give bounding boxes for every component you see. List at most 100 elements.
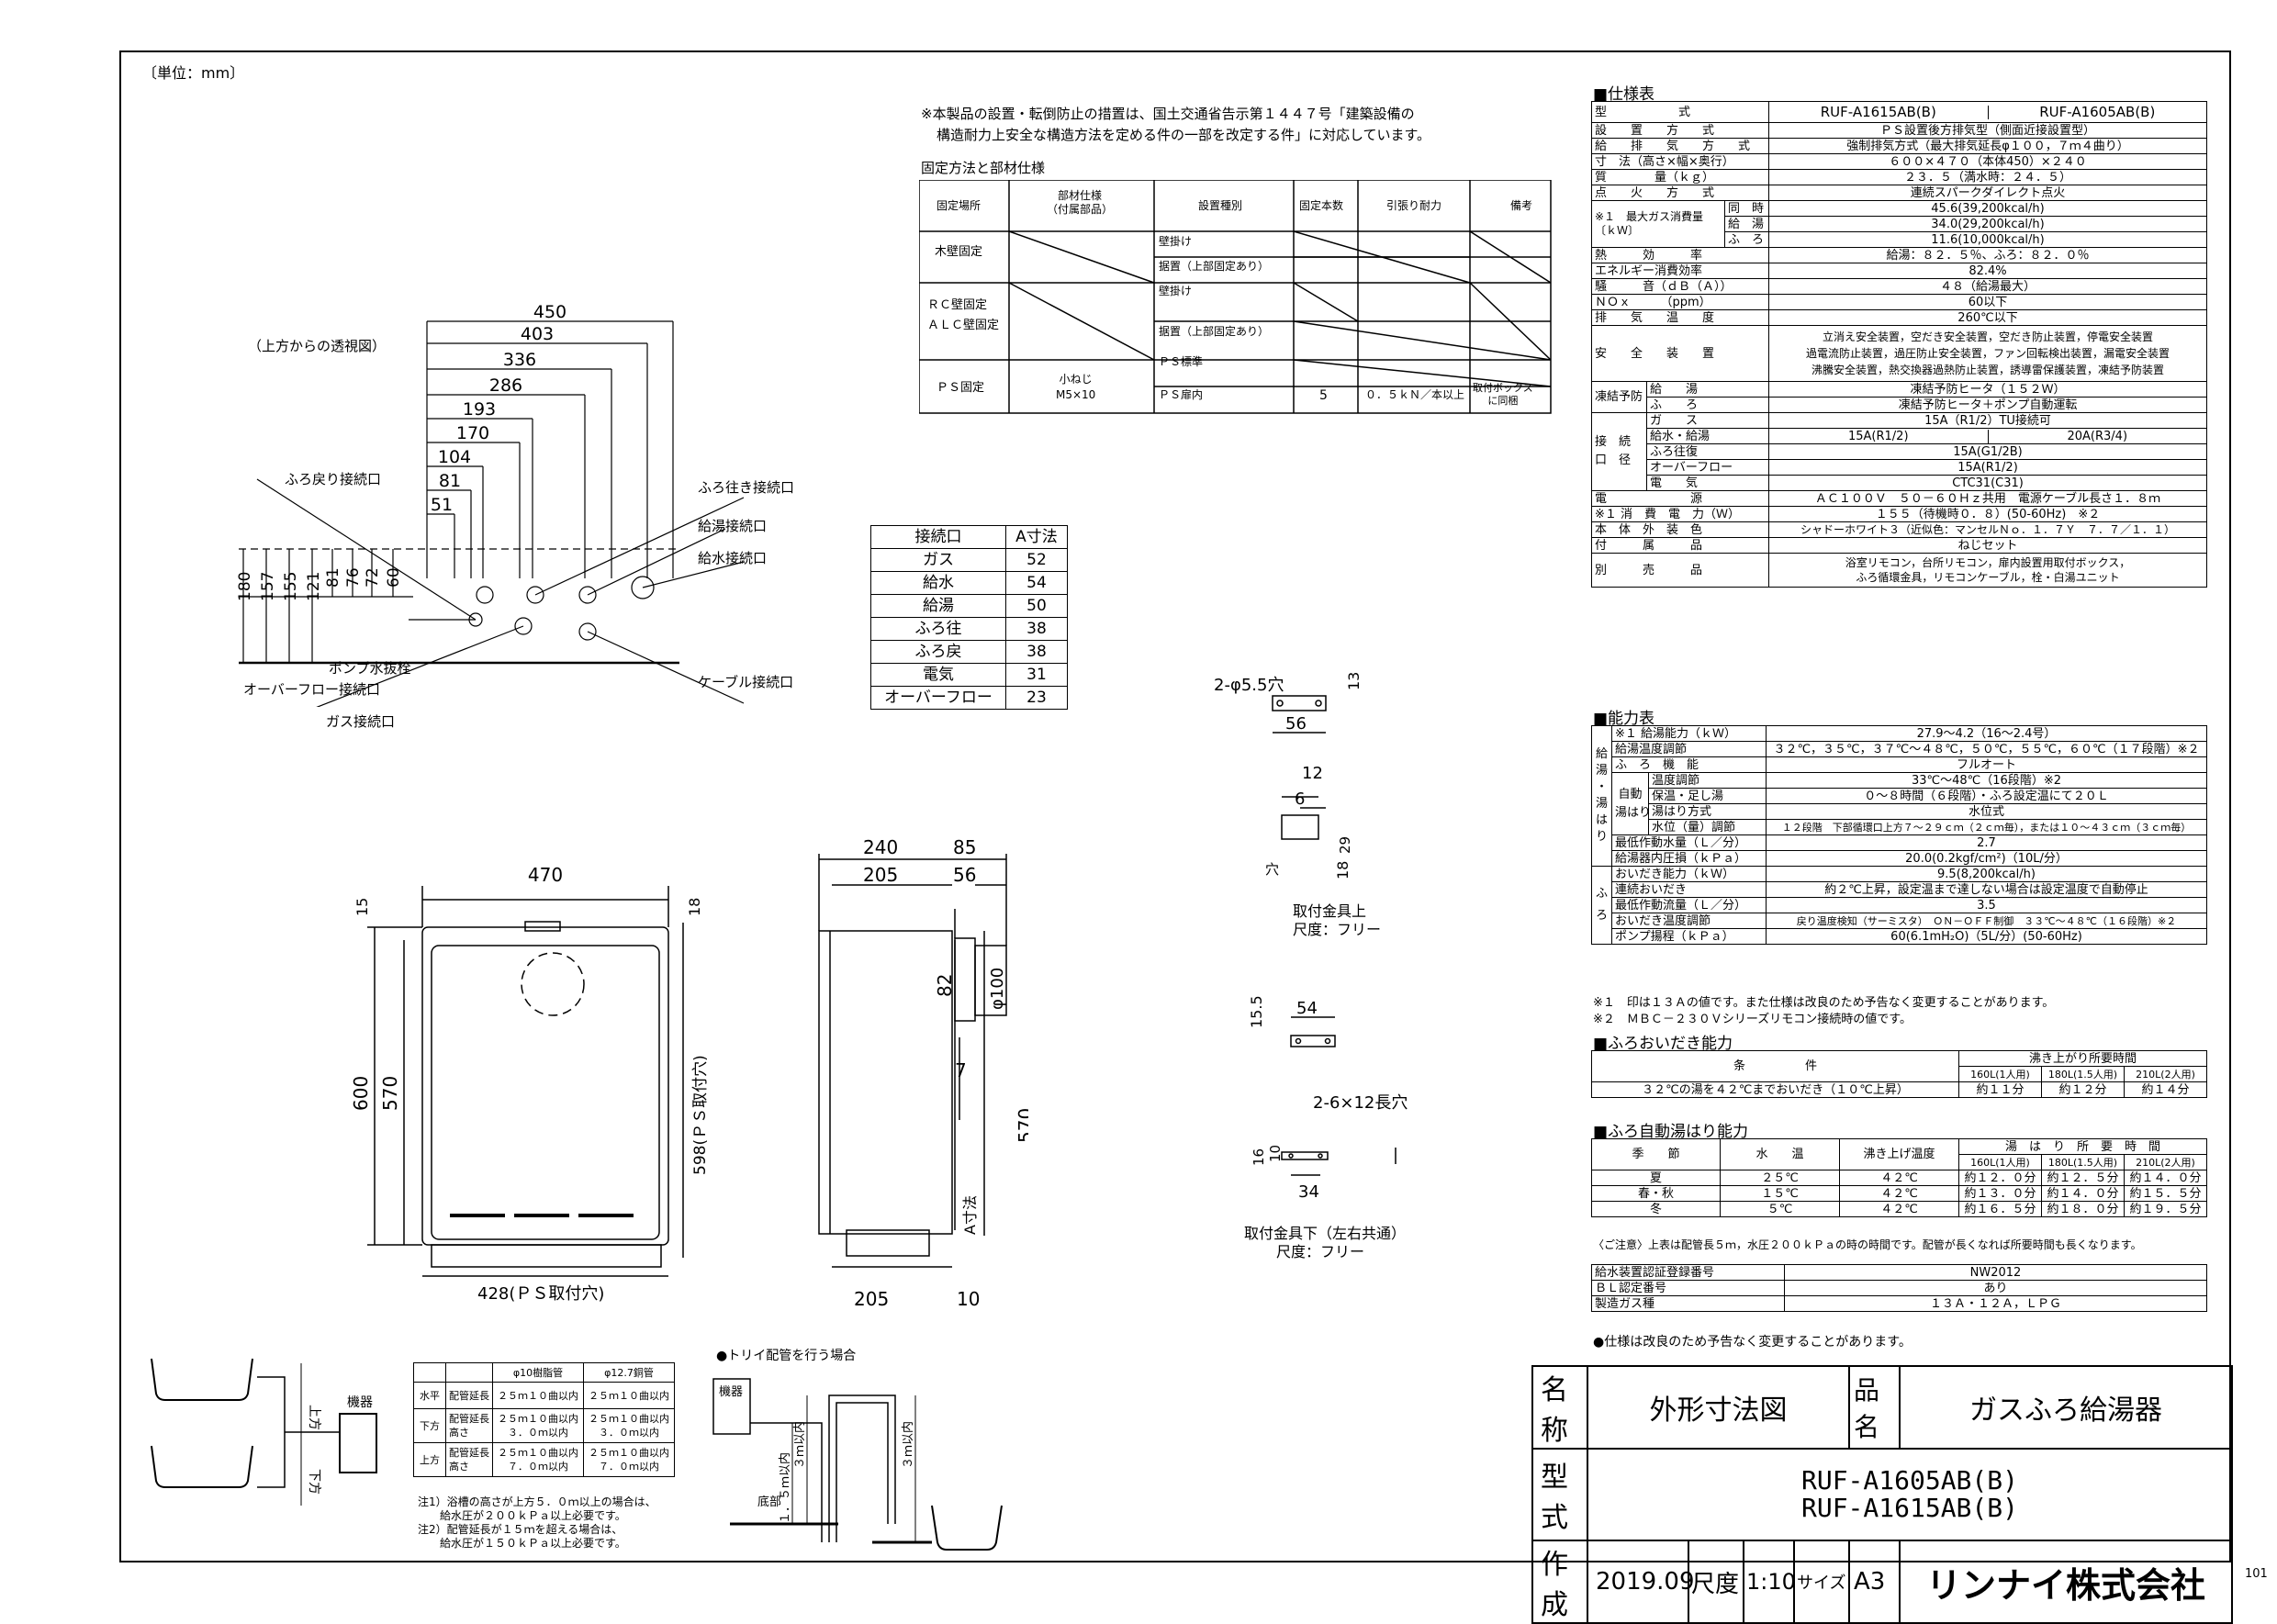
cap-auto-level: 水位（量）調節: [1648, 819, 1767, 835]
fixing-wood: 木壁固定: [935, 245, 983, 259]
cert-gas-val: １３Ａ・１２Ａ，ＬＰＧ: [1784, 1295, 2207, 1312]
fixing-rc: ＲＣ壁固定 ＡＬＣ壁固定: [927, 298, 1000, 332]
bath-row-d-copper: ２５ｍ１０曲以内 ３．０ｍ以内: [583, 1408, 675, 1443]
conn-water: 給水: [870, 571, 1006, 595]
oidaki-cond: ３２℃の湯を４２℃までおいだき（１０℃上昇）: [1591, 1081, 1959, 1098]
tb-model-1605: RUF-A1605AB(B): [1800, 1465, 2018, 1495]
spec-safety-3: 沸騰安全装置，熱交換器過熱防止装置，誘導雷保護装置，凍結予防装置: [1812, 364, 2165, 376]
bracket-bot-34: 34: [1298, 1182, 1319, 1202]
bath-note-2: 給水圧が２００ｋＰａ以上必要です。: [418, 1509, 626, 1522]
spec-freeze-furo: ふ ろ: [1645, 397, 1770, 413]
vdim-121: 121: [305, 572, 323, 601]
conn-hot: 給湯: [870, 594, 1006, 618]
callout-cold-water: 給水接続口: [698, 550, 768, 566]
torii-diagram: 機器 底部 １．５ｍ以内 ３ｍ以内 ３ｍ以内: [712, 1378, 1003, 1551]
spec-conn-furo: ふろ往復: [1645, 443, 1770, 460]
bracket-bot-54: 54: [1296, 999, 1318, 1018]
spec-model-label: 型 式: [1590, 101, 1770, 123]
spec-conn-gas-val: 15A（R1/2）TU接続可: [1768, 412, 2208, 429]
tb-name-label: 名称: [1531, 1365, 1588, 1450]
cap-oidaki-temp-val: 戻り温度検知（サーミスタ） ＯＮ－ＯＦＦ制御 ３３℃～４８℃（１６段階）※２: [1766, 913, 2207, 929]
spec-conn-water: 給水・給湯: [1645, 428, 1770, 444]
oidaki-time-label: 沸き上がり所要時間: [1957, 1050, 2208, 1067]
fixing-rc-wall: 壁掛け: [1159, 285, 1193, 297]
tb-name: 外形寸法図: [1587, 1365, 1850, 1450]
vdim-157: 157: [259, 572, 277, 601]
cap-min-flow: 最低作動流量（Ｌ／分）: [1611, 897, 1767, 913]
tb-made-label: 作成: [1531, 1540, 1588, 1624]
install-note-line2: 構造耐力上安全な構造方法を定める件の一部を改定する件」に対応しています。: [937, 127, 1431, 143]
spec-efficiency: 熱 効 率: [1590, 247, 1770, 263]
cert-gas-label: 製造ガス種: [1591, 1295, 1785, 1312]
fixing-table-title: 固定方法と部材仕様: [921, 160, 1046, 176]
cap-furo-func: ふ ろ 機 能: [1611, 756, 1767, 773]
bracket-top-scale: 尺度：フリー: [1293, 921, 1382, 938]
bracket-top-12: 12: [1302, 764, 1323, 783]
cap-min-flow-val: 3.5: [1766, 897, 2207, 913]
spec-mass: 質 量（ｋｇ）: [1590, 169, 1770, 185]
fixing-rc-floor: 据置（上部固定あり）: [1159, 325, 1270, 338]
bath-row-h-resin: ２５ｍ１０曲以内: [492, 1382, 584, 1409]
spec-energy: エネルギー消費効率: [1590, 263, 1770, 279]
fixing-wood-wall: 壁掛け: [1159, 235, 1193, 248]
spec-gas-label: ※１ 最大ガス消費量 〔ｋＷ〕: [1591, 200, 1725, 248]
yuhari-spring: 春・秋: [1591, 1185, 1721, 1202]
bracket-bot-16: 16: [1251, 1148, 1267, 1166]
spec-color: 本 体 外 装 色: [1590, 521, 1770, 538]
yuhari-summer-160: 約１２．０分: [1958, 1170, 2042, 1186]
side-dim-205-bottom: 205: [854, 1288, 889, 1310]
bath-row-u-resin: ２５ｍ１０曲以内 ７．０ｍ以内: [492, 1442, 584, 1477]
cap-auto-temp-val: 33℃～48℃（16段階）※2: [1766, 772, 2207, 789]
bath-note-1: 注1）浴槽の高さが上方５．０ｍ以上の場合は、: [418, 1495, 656, 1508]
spec-safety-2: 過電流防止装置，過圧防止安全装置，ファン回転検出装置，漏電安全装置: [1806, 347, 2170, 360]
front-dim-428: 428(ＰＳ取付穴): [477, 1284, 604, 1304]
torii-3m-left: ３ｍ以内: [792, 1421, 807, 1469]
spec-color-val: シャドーホワイト３（近似色：マンセルＮｏ．１．７Ｙ ７．７／１．１）: [1768, 521, 2208, 538]
top-view-label: （上方からの透視図）: [248, 338, 387, 354]
side-dim-7: 7: [955, 1059, 967, 1081]
fixing-ps-strength: ０．５ｋＮ／本以上: [1365, 388, 1465, 401]
spec-accessories-val: ねじセット: [1768, 537, 2208, 554]
bath-up: 上方: [307, 1405, 321, 1430]
spec-conn-gas: ガ ス: [1645, 412, 1770, 429]
spec-conn-overflow: オーバーフロー: [1645, 459, 1770, 476]
tb-product-label: 品名: [1848, 1365, 1901, 1450]
oidaki-col-160: 160L(1人用): [1958, 1066, 2042, 1082]
dim-104: 104: [438, 447, 471, 467]
side-dim-85: 85: [953, 836, 976, 858]
bath-device: 機器: [347, 1395, 373, 1410]
bracket-bot-15: 15.5: [1248, 995, 1265, 1028]
bath-row-h-copper: ２５ｍ１０曲以内: [583, 1382, 675, 1409]
side-dim-10: 10: [957, 1288, 980, 1310]
tb-model-label: 型式: [1531, 1448, 1588, 1541]
vdim-72: 72: [364, 567, 382, 588]
bath-row-h-len: 配管延長: [445, 1382, 493, 1409]
side-dim-240: 240: [863, 836, 898, 858]
torii-15m: １．５ｍ以内: [778, 1452, 792, 1524]
torii-device: 機器: [719, 1385, 743, 1399]
conn-hdr-a: A寸法: [1005, 525, 1068, 549]
front-dim-15: 15: [353, 898, 371, 916]
conn-water-a: 54: [1005, 571, 1068, 595]
spec-accessories: 付 属 品: [1590, 537, 1770, 554]
fixing-hdr-note: 備考: [1510, 199, 1533, 212]
yuhari-winter-180: 約１８．０分: [2041, 1201, 2125, 1217]
fixing-hdr-place: 固定場所: [937, 199, 981, 212]
spec-power: 電 源: [1590, 490, 1770, 507]
spec-exhaust-temp: 排 気 温 度: [1590, 309, 1770, 326]
spec-optional: 別 売 品: [1590, 553, 1770, 588]
tb-size: A3: [1848, 1540, 1901, 1624]
yuhari-summer-water: ２５℃: [1720, 1170, 1840, 1186]
dim-51: 51: [431, 495, 453, 515]
fixing-ps-count: 5: [1319, 388, 1328, 403]
oidaki-val-210: 約１４分: [2123, 1081, 2208, 1098]
cap-auto-temp: 温度調節: [1648, 772, 1767, 789]
vdim-155: 155: [282, 572, 300, 601]
bath-note-4: 給水圧が１５０ｋＰａ以上必要です。: [418, 1537, 626, 1550]
spec-freeze-hot-val: 凍結予防ヒータ（１５２Ｗ）: [1768, 381, 2208, 398]
oidaki-col-180: 180L(1.5人用): [2041, 1066, 2125, 1082]
callout-furo-return: ふろ戻り接続口: [285, 471, 382, 487]
yuhari-summer-temp: ４２℃: [1839, 1170, 1959, 1186]
